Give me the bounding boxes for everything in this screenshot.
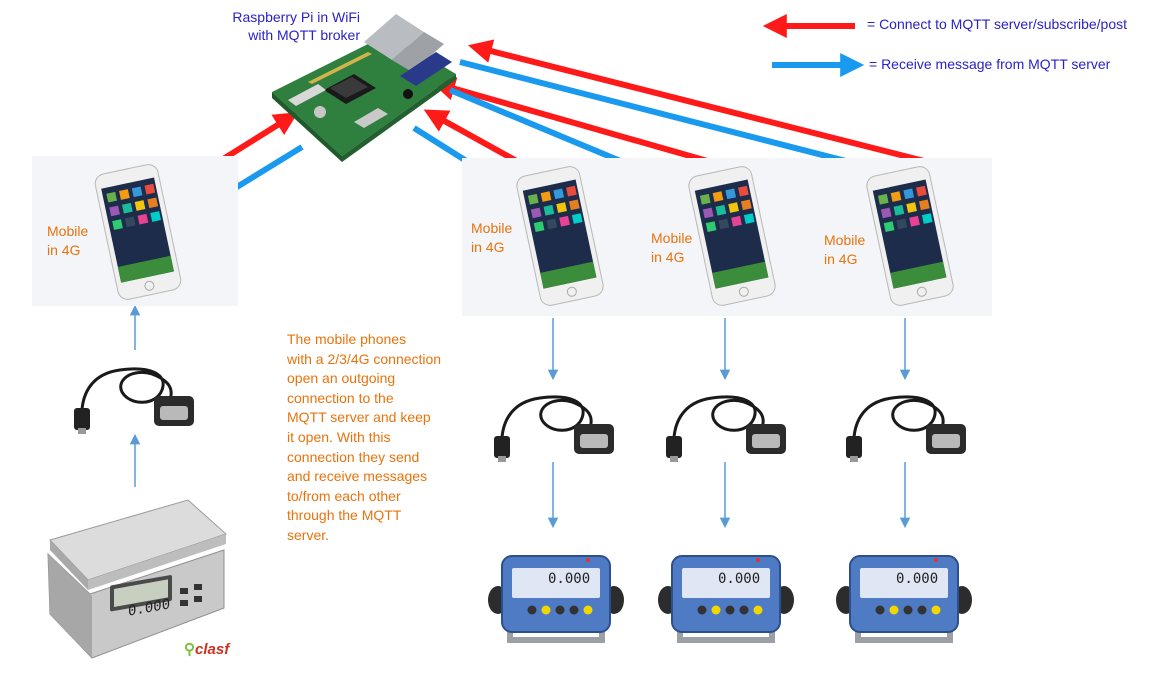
red-arrow-mobile-3 — [431, 77, 719, 167]
red-arrow-mobile-2 — [423, 109, 524, 167]
mobile-3-label: Mobile in 4G — [651, 230, 693, 265]
broker-label-line2: with MQTT broker — [248, 27, 360, 43]
smartphone-icon — [94, 164, 182, 300]
smartphone-icon — [688, 166, 776, 306]
smartphone-icon — [866, 166, 954, 306]
magnifier-icon: ⚲ — [184, 641, 195, 658]
weight-indicator — [658, 555, 794, 643]
indicator-2-display: 0.000 — [718, 571, 761, 587]
legend-connect-text: = Connect to MQTT server/subscribe/post — [867, 16, 1128, 32]
indicator-3-display: 0.000 — [896, 571, 939, 587]
red-arrow-mobile-4 — [468, 39, 937, 167]
usb-serial-cable-icon — [74, 367, 194, 434]
mobile-4-label: Mobile in 4G — [824, 232, 866, 267]
weight-indicator — [488, 555, 624, 643]
smartphone-icon — [516, 166, 604, 306]
mobile-1-label: Mobile in 4G — [47, 223, 89, 258]
broker-label-line1: Raspberry Pi in WiFi — [232, 9, 360, 25]
raspberry-pi-board — [272, 14, 456, 162]
broker-label: Raspberry Pi in WiFi with MQTT broker — [196, 8, 360, 44]
usb-serial-cable-icon — [494, 395, 614, 462]
weighing-scale-icon — [47, 499, 227, 659]
legend-receive-text: = Receive message from MQTT server — [869, 56, 1111, 72]
indicator-1-display: 0.000 — [548, 571, 591, 587]
clasf-logo: ⚲clasf — [184, 640, 229, 659]
clasf-watermark: clasf — [195, 641, 230, 658]
usb-serial-cable-icon — [846, 395, 966, 462]
usb-serial-cable-icon — [666, 395, 786, 462]
mobile-2-label: Mobile in 4G — [471, 220, 513, 255]
explanation-note: The mobile phones with a 2/3/4G connecti… — [287, 331, 442, 543]
weight-indicator — [836, 555, 972, 643]
